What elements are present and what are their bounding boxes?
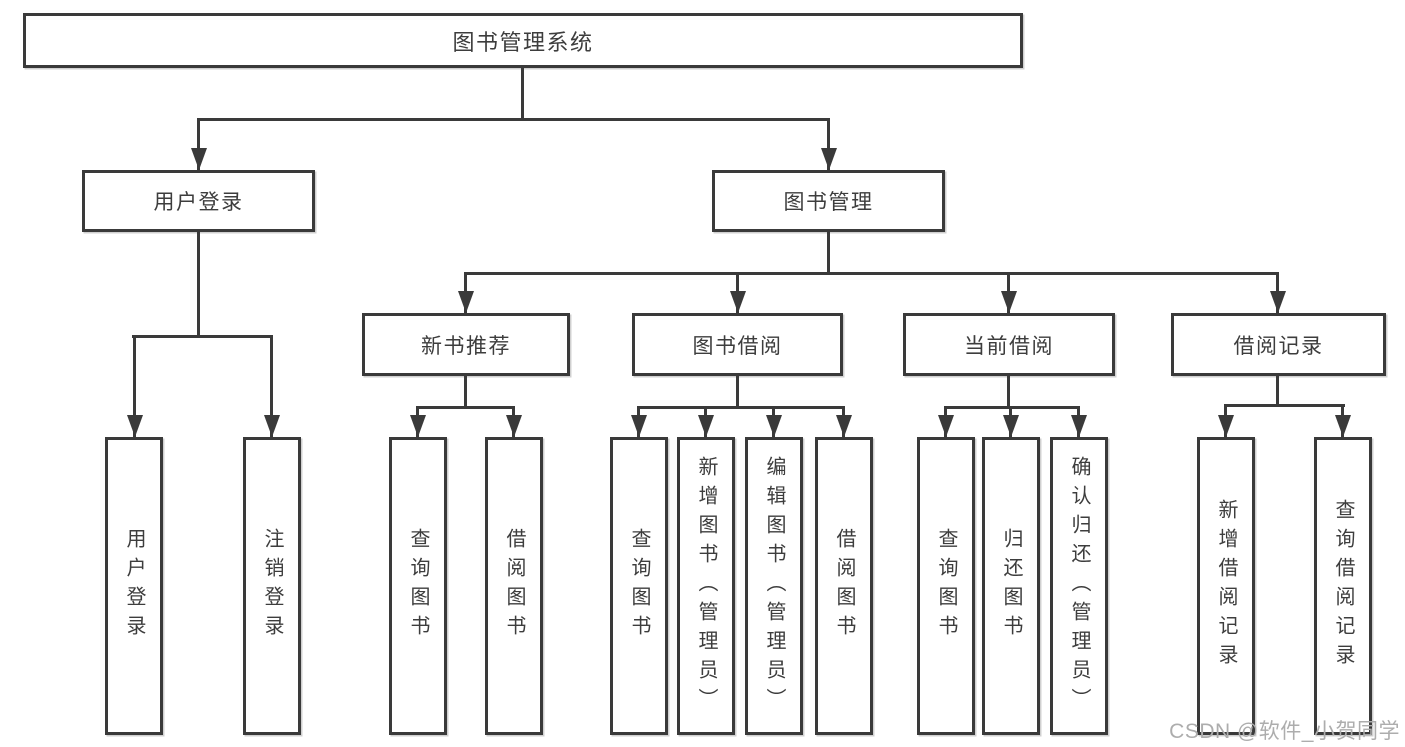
leaf-return-book: 归还图书 [982, 437, 1040, 735]
arrow-down-icon [1217, 404, 1234, 437]
leaf-confirm-return-admin: 确认归还（管理员） [1050, 437, 1108, 735]
connector-book-mgmt-stub [827, 232, 830, 275]
arrow-down-icon [126, 335, 143, 437]
connector-user-login-bus [132, 335, 273, 338]
arrow-down-icon [190, 118, 207, 170]
leaf-query-books: 查询图书 [917, 437, 975, 735]
leaf-add-borrow-record: 新增借阅记录 [1197, 437, 1255, 735]
connector-user-login-stub [197, 232, 200, 338]
leaf-label: 查询借阅记录 [1332, 499, 1354, 673]
node-book-borrowing: 图书借阅 [632, 313, 843, 376]
leaf-label: 查询图书 [628, 528, 650, 644]
connector-bus [1224, 404, 1345, 407]
leaf-borrow-books: 借阅图书 [485, 437, 543, 735]
arrow-down-icon [1334, 404, 1351, 437]
leaf-label: 新增借阅记录 [1215, 499, 1237, 673]
leaf-add-book-admin: 新增图书（管理员） [677, 437, 735, 735]
arrow-down-icon [835, 406, 852, 437]
leaf-label: 注销登录 [261, 528, 283, 644]
leaf-logout: 注销登录 [243, 437, 301, 735]
leaf-query-borrow-record: 查询借阅记录 [1314, 437, 1372, 735]
connector-level1-bus [197, 118, 830, 121]
leaf-user-login: 用户登录 [105, 437, 163, 735]
connector-stub [1007, 376, 1010, 409]
arrow-down-icon [457, 272, 474, 313]
csdn-watermark: CSDN @软件_小贺同学 [1169, 720, 1400, 743]
connector-bus [416, 406, 515, 409]
connector-bus [637, 406, 845, 409]
leaf-label: 归还图书 [1000, 528, 1022, 644]
arrow-down-icon [697, 406, 714, 437]
connector-level2-bus [465, 272, 1276, 275]
arrow-down-icon [263, 335, 280, 437]
node-borrowing-records: 借阅记录 [1171, 313, 1386, 376]
node-library-system: 图书管理系统 [23, 13, 1023, 68]
leaf-label: 查询图书 [935, 528, 957, 644]
leaf-label: 新增图书（管理员） [695, 455, 717, 717]
leaf-label: 用户登录 [123, 528, 145, 644]
arrow-down-icon [729, 272, 746, 313]
leaf-edit-book-admin: 编辑图书（管理员） [745, 437, 803, 735]
node-new-book-recommend: 新书推荐 [362, 313, 570, 376]
arrow-down-icon [1269, 272, 1286, 313]
arrow-down-icon [1002, 406, 1019, 437]
leaf-borrow-books: 借阅图书 [815, 437, 873, 735]
leaf-label: 借阅图书 [833, 528, 855, 644]
arrow-down-icon [765, 406, 782, 437]
arrow-down-icon [820, 118, 837, 170]
leaf-query-books: 查询图书 [389, 437, 447, 735]
connector-stub [736, 376, 739, 409]
connector-stub [1276, 376, 1279, 407]
leaf-label: 编辑图书（管理员） [763, 455, 785, 717]
arrow-down-icon [937, 406, 954, 437]
arrow-down-icon [630, 406, 647, 437]
arrow-down-icon [1000, 272, 1017, 313]
node-book-management: 图书管理 [712, 170, 945, 232]
arrow-down-icon [409, 406, 426, 437]
connector-bus [944, 406, 1080, 409]
leaf-label: 查询图书 [407, 528, 429, 644]
node-current-borrowing: 当前借阅 [903, 313, 1115, 376]
leaf-label: 借阅图书 [503, 528, 525, 644]
leaf-query-books: 查询图书 [610, 437, 668, 735]
arrow-down-icon [1070, 406, 1087, 437]
arrow-down-icon [505, 406, 522, 437]
connector-stub [464, 376, 467, 409]
leaf-label: 确认归还（管理员） [1068, 455, 1090, 717]
node-user-login: 用户登录 [82, 170, 315, 232]
connector-root-stub [521, 68, 524, 121]
